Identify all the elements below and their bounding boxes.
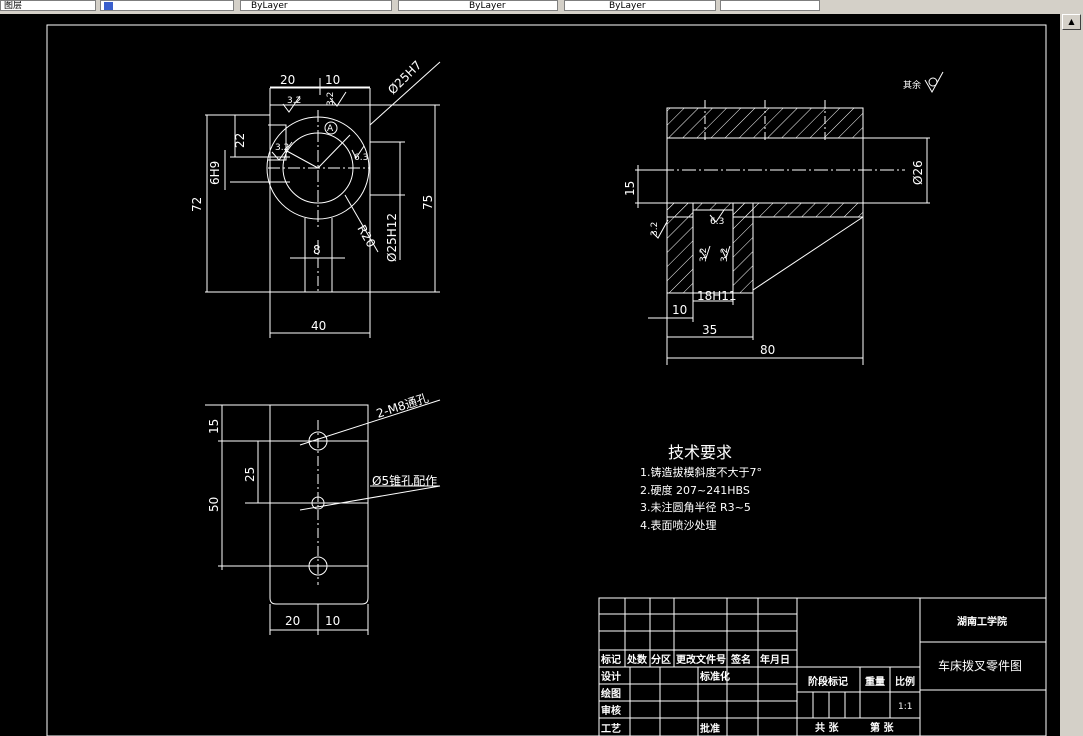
color-dropdown[interactable]: ByLayer bbox=[240, 0, 392, 11]
cad-drawing: 20 10 Ø25H7 22 6H9 72 75 8 R20 Ø25H12 40… bbox=[46, 24, 1047, 736]
rest-label: 其余 bbox=[903, 79, 921, 91]
dim-72: 72 bbox=[190, 197, 204, 212]
dim-35: 35 bbox=[702, 323, 717, 337]
hdr-date: 年月日 bbox=[760, 653, 790, 666]
hdr-count: 处数 bbox=[626, 653, 648, 666]
rough-s1: 6.3 bbox=[710, 217, 724, 227]
rough-4: 6.3 bbox=[354, 153, 368, 163]
stage-label: 阶段标记 bbox=[808, 675, 848, 688]
weight-label: 重量 bbox=[865, 675, 885, 688]
datum-circle bbox=[324, 121, 338, 135]
dim-10: 10 bbox=[672, 303, 687, 317]
dim-v25: 25 bbox=[243, 467, 257, 482]
bottom-view: 15 25 50 20 10 2-M8通孔 Ø5锥孔配作 bbox=[205, 391, 441, 635]
plotstyle-dropdown[interactable] bbox=[720, 0, 820, 11]
layer-state-dropdown[interactable] bbox=[100, 0, 234, 11]
dim-d25h7: Ø25H7 bbox=[385, 58, 424, 97]
approve-label: 批准 bbox=[700, 722, 720, 735]
std-label: 标准化 bbox=[699, 670, 730, 683]
title-block: 湖南工学院 车床拨叉零件图 标记 处数 分区 更改文件号 签名 年月日 设计 绘… bbox=[598, 597, 1047, 736]
hdr-zone: 分区 bbox=[651, 653, 671, 666]
rough-3: 3.2 bbox=[326, 92, 336, 106]
dim-8: 8 bbox=[313, 243, 321, 257]
dim-15: 15 bbox=[623, 181, 637, 196]
scale-value: 1:1 bbox=[898, 702, 912, 712]
rough-s4: 3.2 bbox=[720, 248, 730, 262]
dim-v15: 15 bbox=[207, 419, 221, 434]
lineweight-value: ByLayer bbox=[609, 1, 646, 11]
drawing-canvas[interactable]: 20 10 Ø25H7 22 6H9 72 75 8 R20 Ø25H12 40… bbox=[0, 14, 1060, 736]
sheet-number: 第 张 bbox=[870, 721, 894, 734]
scroll-up-button[interactable]: ▲ bbox=[1062, 14, 1081, 30]
lineweight-dropdown[interactable]: ByLayer bbox=[564, 0, 716, 11]
dim-18h11: 18H11 bbox=[697, 289, 737, 303]
row-check: 审核 bbox=[601, 704, 621, 717]
row-draw: 绘图 bbox=[601, 687, 621, 700]
front-view: 20 10 Ø25H7 22 6H9 72 75 8 R20 Ø25H12 40… bbox=[190, 58, 441, 338]
row-process: 工艺 bbox=[601, 722, 621, 735]
section-view: 15 Ø26 18H11 10 35 80 6.3 3.2 3.2 3.2 其余 bbox=[623, 71, 944, 365]
linetype-dropdown[interactable]: ByLayer bbox=[398, 0, 558, 11]
datum-label: A bbox=[327, 124, 334, 134]
dim-d26: Ø26 bbox=[911, 160, 925, 185]
tech-item-3: 3.未注圆角半径 R3~5 bbox=[640, 500, 751, 514]
note-m8-holes: 2-M8通孔 bbox=[375, 391, 431, 421]
dim-75: 75 bbox=[421, 195, 435, 210]
dim-v10: 10 bbox=[325, 614, 340, 628]
layer-dropdown[interactable]: 图层 bbox=[0, 0, 96, 11]
vertical-scrollbar[interactable]: ▲ bbox=[1060, 14, 1083, 736]
sheet-frame bbox=[46, 24, 1047, 736]
dim-80: 80 bbox=[760, 343, 775, 357]
linetype-value: ByLayer bbox=[469, 1, 506, 11]
dim-v50: 50 bbox=[207, 497, 221, 512]
note-pin-hole: Ø5锥孔配作 bbox=[372, 474, 437, 488]
tech-item-4: 4.表面喷沙处理 bbox=[640, 518, 717, 532]
dim-d25h12: Ø25H12 bbox=[385, 213, 399, 262]
hdr-doc: 更改文件号 bbox=[676, 653, 726, 666]
rough-s3: 3.2 bbox=[699, 248, 709, 262]
rough-s2: 3.2 bbox=[650, 222, 660, 236]
color-value: ByLayer bbox=[251, 1, 288, 11]
dim-top-20: 20 bbox=[280, 73, 295, 87]
toolbar: 图层 ByLayer ByLayer ByLayer bbox=[0, 0, 1083, 15]
hdr-mark: 标记 bbox=[600, 653, 621, 666]
rough-2: 3.2 bbox=[275, 143, 289, 153]
total-sheets: 共 张 bbox=[815, 721, 839, 734]
dim-22: 22 bbox=[233, 133, 247, 148]
hdr-sign: 签名 bbox=[730, 653, 751, 666]
drawing-name: 车床拨叉零件图 bbox=[938, 658, 1022, 673]
school-name: 湖南工学院 bbox=[957, 615, 1007, 628]
layer-label: 图层 bbox=[4, 1, 23, 11]
tech-requirements: 技术要求 1.铸造拔模斜度不大于7° 2.硬度 207~241HBS 3.未注圆… bbox=[640, 443, 762, 532]
scale-label: 比例 bbox=[895, 675, 915, 688]
layer-icon bbox=[104, 2, 113, 10]
dim-top-10: 10 bbox=[325, 73, 340, 87]
tech-title: 技术要求 bbox=[668, 443, 732, 462]
tech-item-2: 2.硬度 207~241HBS bbox=[640, 483, 750, 497]
rough-1: 3.2 bbox=[287, 96, 301, 106]
dim-6h9: 6H9 bbox=[208, 161, 222, 185]
tech-item-1: 1.铸造拔模斜度不大于7° bbox=[640, 465, 762, 479]
dim-v20: 20 bbox=[285, 614, 300, 628]
dim-40: 40 bbox=[311, 319, 326, 333]
row-design: 设计 bbox=[601, 670, 621, 683]
